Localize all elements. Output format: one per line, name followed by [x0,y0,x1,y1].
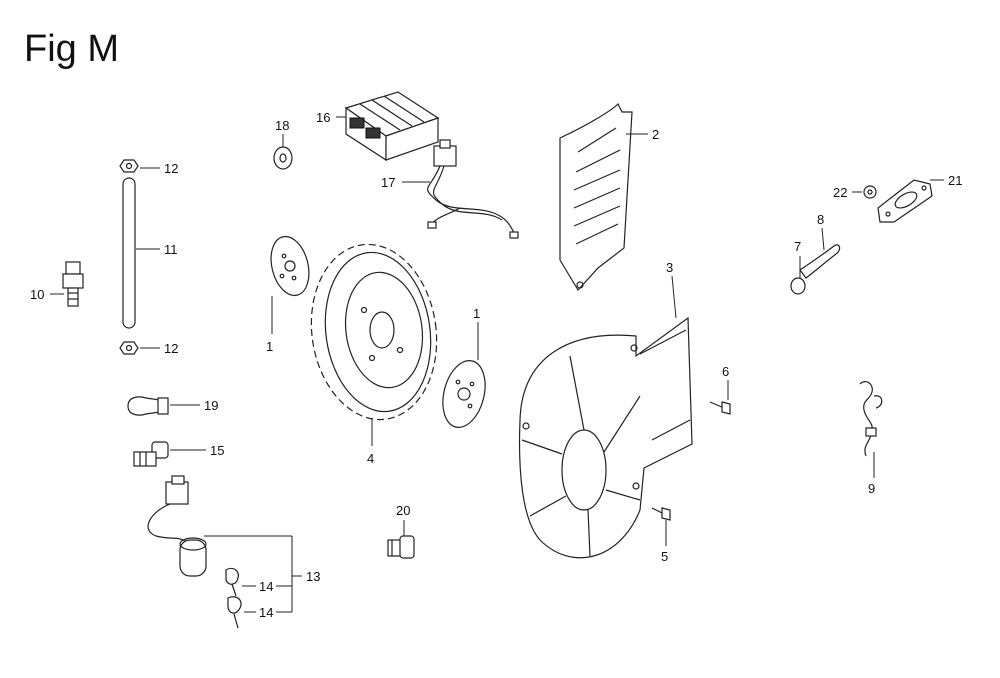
part-17-wire-harness [427,139,519,239]
leader-lines [50,116,944,613]
part-4-flywheel [310,243,438,421]
part-5-screw [651,507,671,521]
part-18-washer [273,146,293,170]
callout-8: 8 [817,212,824,227]
callout-14-top: 14 [259,579,273,594]
callout-18: 18 [275,118,289,133]
part-12-nut-top [119,159,139,173]
callout-17: 17 [381,175,395,190]
callout-5: 5 [661,549,668,564]
callout-12-top: 12 [164,161,178,176]
part-14-terminal-top [225,567,239,597]
part-8-lever [799,244,841,279]
callout-9: 9 [868,481,875,496]
callout-6: 6 [722,364,729,379]
part-6-screw [709,401,731,415]
callout-1-right: 1 [473,306,480,321]
figure-title: Fig M [24,28,119,70]
part-7-cap [790,277,806,295]
part-3-fan-shroud [518,316,693,559]
callout-13: 13 [306,569,320,584]
part-10-fitting [62,261,84,307]
part-11-rod [122,177,136,329]
callout-20: 20 [396,503,410,518]
part-12-nut-bottom [119,341,139,355]
callout-labels: 12 11 12 10 18 16 17 2 1 1 4 3 6 5 7 8 2… [30,110,962,620]
callout-2: 2 [652,127,659,142]
callout-10: 10 [30,287,44,302]
callout-15: 15 [210,443,224,458]
callout-1-left: 1 [266,339,273,354]
part-20-bolt [387,535,415,559]
callout-12-bottom: 12 [164,341,178,356]
part-16-regulator [344,91,440,162]
callout-3: 3 [666,260,673,275]
callout-21: 21 [948,173,962,188]
part-1-plate-left [270,235,310,297]
part-22-nut [863,185,877,199]
callout-16: 16 [316,110,330,125]
callout-4: 4 [367,451,374,466]
part-2-finned-cover [559,102,633,292]
callout-14-bottom: 14 [259,605,273,620]
callout-7: 7 [794,239,801,254]
callout-19: 19 [204,398,218,413]
part-13-coil-assembly [147,475,207,577]
part-1-plate-right [442,360,486,428]
part-15-bolt [133,441,169,467]
part-14-terminal-bottom [227,596,242,629]
part-19-connector [127,396,169,416]
callout-22: 22 [833,185,847,200]
callout-11: 11 [164,242,178,257]
part-21-gasket [877,179,933,223]
part-9-wire-clip [859,380,883,457]
